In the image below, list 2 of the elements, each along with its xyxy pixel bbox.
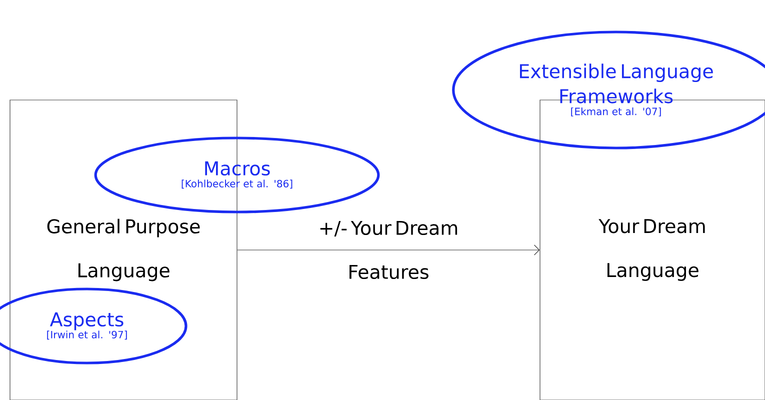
arrow xyxy=(237,244,540,256)
edge-label: +/- Your Dream Features xyxy=(320,220,458,280)
